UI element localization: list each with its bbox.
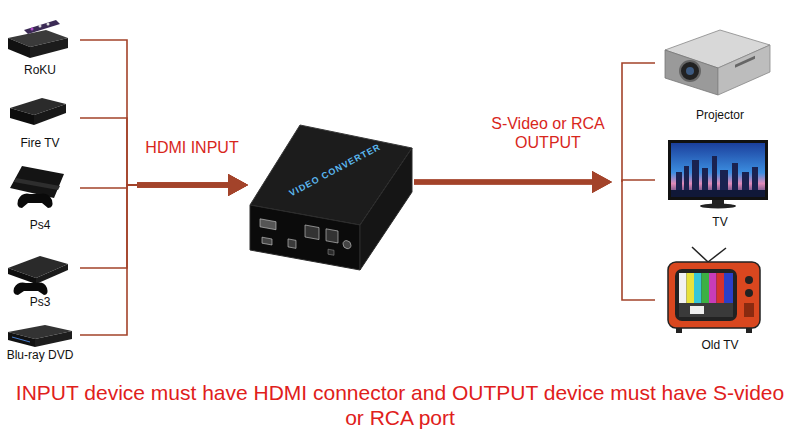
device-label: TV — [712, 215, 727, 229]
bracket-line — [80, 185, 137, 335]
device-label: RoKU — [24, 63, 56, 77]
arrow-head — [228, 174, 248, 196]
arrow-shaft — [414, 180, 594, 185]
arrow-shaft — [414, 180, 594, 185]
arrow-head — [228, 174, 248, 196]
connector-arrow — [414, 171, 655, 300]
bracket-line — [80, 40, 137, 185]
device-label: Old TV — [701, 338, 738, 352]
edge-label: S-Video or RCA OUTPUT — [478, 114, 618, 152]
projector-icon — [665, 30, 770, 95]
arrow-shaft — [414, 180, 594, 185]
device-label: Projector — [696, 108, 744, 122]
edge-label: HDMI INPUT — [132, 138, 252, 157]
ps4-icon — [10, 166, 64, 208]
bracket-line — [80, 118, 137, 185]
video-converter-box — [250, 125, 412, 270]
output-device: Projector — [655, 18, 785, 122]
connector-arrow — [414, 171, 655, 193]
caption: INPUT device must have HDMI connector an… — [5, 380, 795, 430]
connector-arrow — [80, 174, 248, 335]
device-brand-text: VIDEO CONVERTER — [288, 142, 383, 199]
device-label: Ps4 — [30, 218, 51, 232]
arrow-head — [592, 171, 612, 193]
roku-icon — [8, 20, 68, 58]
device-label: Ps3 — [30, 295, 51, 309]
arrow-head — [228, 174, 248, 196]
arrow-shaft — [137, 183, 230, 188]
arrow-head — [228, 174, 248, 196]
connector-arrow — [80, 174, 248, 268]
fire-tv-icon — [10, 98, 66, 125]
bracket-line — [622, 182, 655, 300]
arrow-head — [592, 171, 612, 193]
arrow-head — [592, 171, 612, 193]
bluray-player-icon — [8, 325, 72, 347]
arrow-shaft — [137, 183, 230, 188]
converter-box: VIDEO CONVERTER — [248, 118, 414, 273]
ps3-icon — [8, 256, 68, 295]
arrow-shaft — [137, 183, 230, 188]
device-label: Blu-ray DVD — [7, 348, 74, 362]
connector-arrow — [80, 40, 248, 196]
connector-arrow — [80, 118, 248, 196]
connector-arrow — [414, 63, 655, 193]
old-tv-icon — [668, 247, 760, 333]
arrow-shaft — [137, 183, 230, 188]
tv-icon — [668, 140, 768, 209]
bracket-line — [622, 63, 655, 182]
arrow-shaft — [137, 183, 230, 188]
output-device: Old TV — [655, 245, 785, 352]
device-label: Fire TV — [20, 136, 59, 150]
input-device: Ps4 — [0, 160, 80, 232]
input-device: Ps3 — [0, 250, 80, 309]
arrow-head — [228, 174, 248, 196]
input-device: Fire TV — [0, 95, 80, 150]
bracket-line — [80, 185, 137, 268]
output-device: TV — [655, 136, 785, 229]
connector-arrow — [80, 174, 248, 196]
bracket-line — [622, 180, 655, 182]
input-device: Blu-ray DVD — [0, 324, 80, 362]
input-device: RoKU — [0, 15, 80, 77]
